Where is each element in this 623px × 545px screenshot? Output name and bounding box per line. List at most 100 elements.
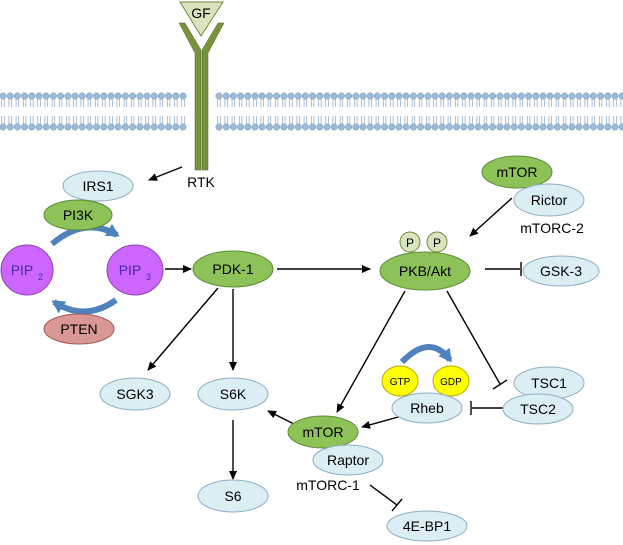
lipid-head (517, 92, 525, 100)
lipid-head (510, 92, 518, 100)
lipid-head (525, 123, 533, 131)
lipid-head (431, 123, 439, 131)
lipid-head (597, 92, 605, 100)
lipid-head (251, 123, 259, 131)
pkb-akt-label: PKB/Akt (399, 263, 451, 279)
lipid-head (93, 123, 101, 131)
lipid-head (575, 92, 583, 100)
lipid-head (280, 123, 288, 131)
lipid-head (345, 123, 353, 131)
pi3k-label: PI3K (63, 207, 94, 223)
lipid-head (496, 92, 504, 100)
inhibit-pkb-to-tsc-bar (492, 379, 508, 390)
lipid-head (244, 92, 252, 100)
lipid-head (294, 92, 302, 100)
lipid-head (179, 92, 187, 100)
lipid-head (474, 123, 482, 131)
phospho-node-1 (399, 231, 421, 253)
lipid-head (611, 92, 619, 100)
raptor-label: Raptor (327, 452, 369, 468)
lipid-head (337, 123, 345, 131)
lipid-head (582, 92, 590, 100)
gdp-node (432, 365, 470, 397)
lipid-head (417, 123, 425, 131)
lipid-head (215, 92, 223, 100)
lipid-head (359, 92, 367, 100)
arrow-mtorc2-to-pkb (469, 197, 513, 237)
lipid-head (330, 123, 338, 131)
mtor-c2-label: mTOR (497, 164, 538, 180)
lipid-head (517, 123, 525, 131)
lipid-head (136, 123, 144, 131)
lipid-head (438, 92, 446, 100)
irs1-label: IRS1 (82, 178, 113, 194)
lipid-head (568, 92, 576, 100)
lipid-head (417, 92, 425, 100)
pip2-node (0, 244, 54, 296)
tsc2-node (502, 393, 574, 425)
lipid-head (589, 92, 597, 100)
lipid-head (553, 123, 561, 131)
gsk3-node (522, 255, 600, 287)
lipid-head (222, 123, 230, 131)
lipid-head (114, 92, 122, 100)
lipid-head (6, 92, 14, 100)
pi3k-node (43, 199, 113, 231)
lipid-head (215, 123, 223, 131)
mtor-c2-node (481, 155, 553, 189)
pten-node (43, 313, 115, 345)
lipid-head (489, 123, 497, 131)
tsc1-label: TSC1 (531, 375, 567, 391)
lipid-head (265, 123, 273, 131)
lipid-head (64, 123, 72, 131)
lipid-head (165, 123, 173, 131)
lipid-head (395, 123, 403, 131)
lipid-head (561, 123, 569, 131)
pip2-label: PIP (11, 262, 34, 278)
lipid-head (352, 123, 360, 131)
lipid-head (280, 92, 288, 100)
lipid-head (546, 92, 554, 100)
lipid-head (496, 123, 504, 131)
lipid-head (373, 123, 381, 131)
inhibit-mtor-to-4ebp1-bar (391, 498, 403, 512)
lipid-head (460, 92, 468, 100)
pathway-edges (147, 166, 522, 512)
rtk-label: RTK (187, 174, 215, 190)
lipid-head (539, 92, 547, 100)
lipid-head (229, 92, 237, 100)
inhibit-mtor-to-4ebp1 (369, 484, 398, 506)
lipid-head (604, 92, 612, 100)
lipid-head (57, 123, 65, 131)
lipid-head (85, 123, 93, 131)
lipid-head (503, 92, 511, 100)
lipid-head (309, 92, 317, 100)
lipid-head (237, 123, 245, 131)
lipid-head (467, 92, 475, 100)
arrow-rtk-to-irs1 (148, 166, 183, 181)
lipid-head (143, 92, 151, 100)
lipid-head (237, 92, 245, 100)
pip2-subscript: 2 (38, 272, 43, 282)
lipid-head (438, 123, 446, 131)
lipid-head (13, 123, 21, 131)
lipid-head (100, 92, 108, 100)
lipid-head (172, 123, 180, 131)
lipid-head (301, 92, 309, 100)
mtorc1-complex-label: mTORC-1 (296, 477, 360, 493)
lipid-head (575, 123, 583, 131)
lipid-head (366, 92, 374, 100)
arrow-pkb-to-mtor (336, 290, 406, 413)
lipid-head (150, 123, 158, 131)
mtor-c1-label: mTOR (303, 424, 344, 440)
lipid-head (582, 123, 590, 131)
lipid-head (0, 123, 7, 131)
lipid-head (21, 92, 29, 100)
lipid-head (136, 92, 144, 100)
sgk3-node (99, 377, 171, 411)
lipid-head (287, 123, 295, 131)
rheb-node (391, 392, 463, 424)
lipid-head (467, 123, 475, 131)
lipid-head (373, 92, 381, 100)
